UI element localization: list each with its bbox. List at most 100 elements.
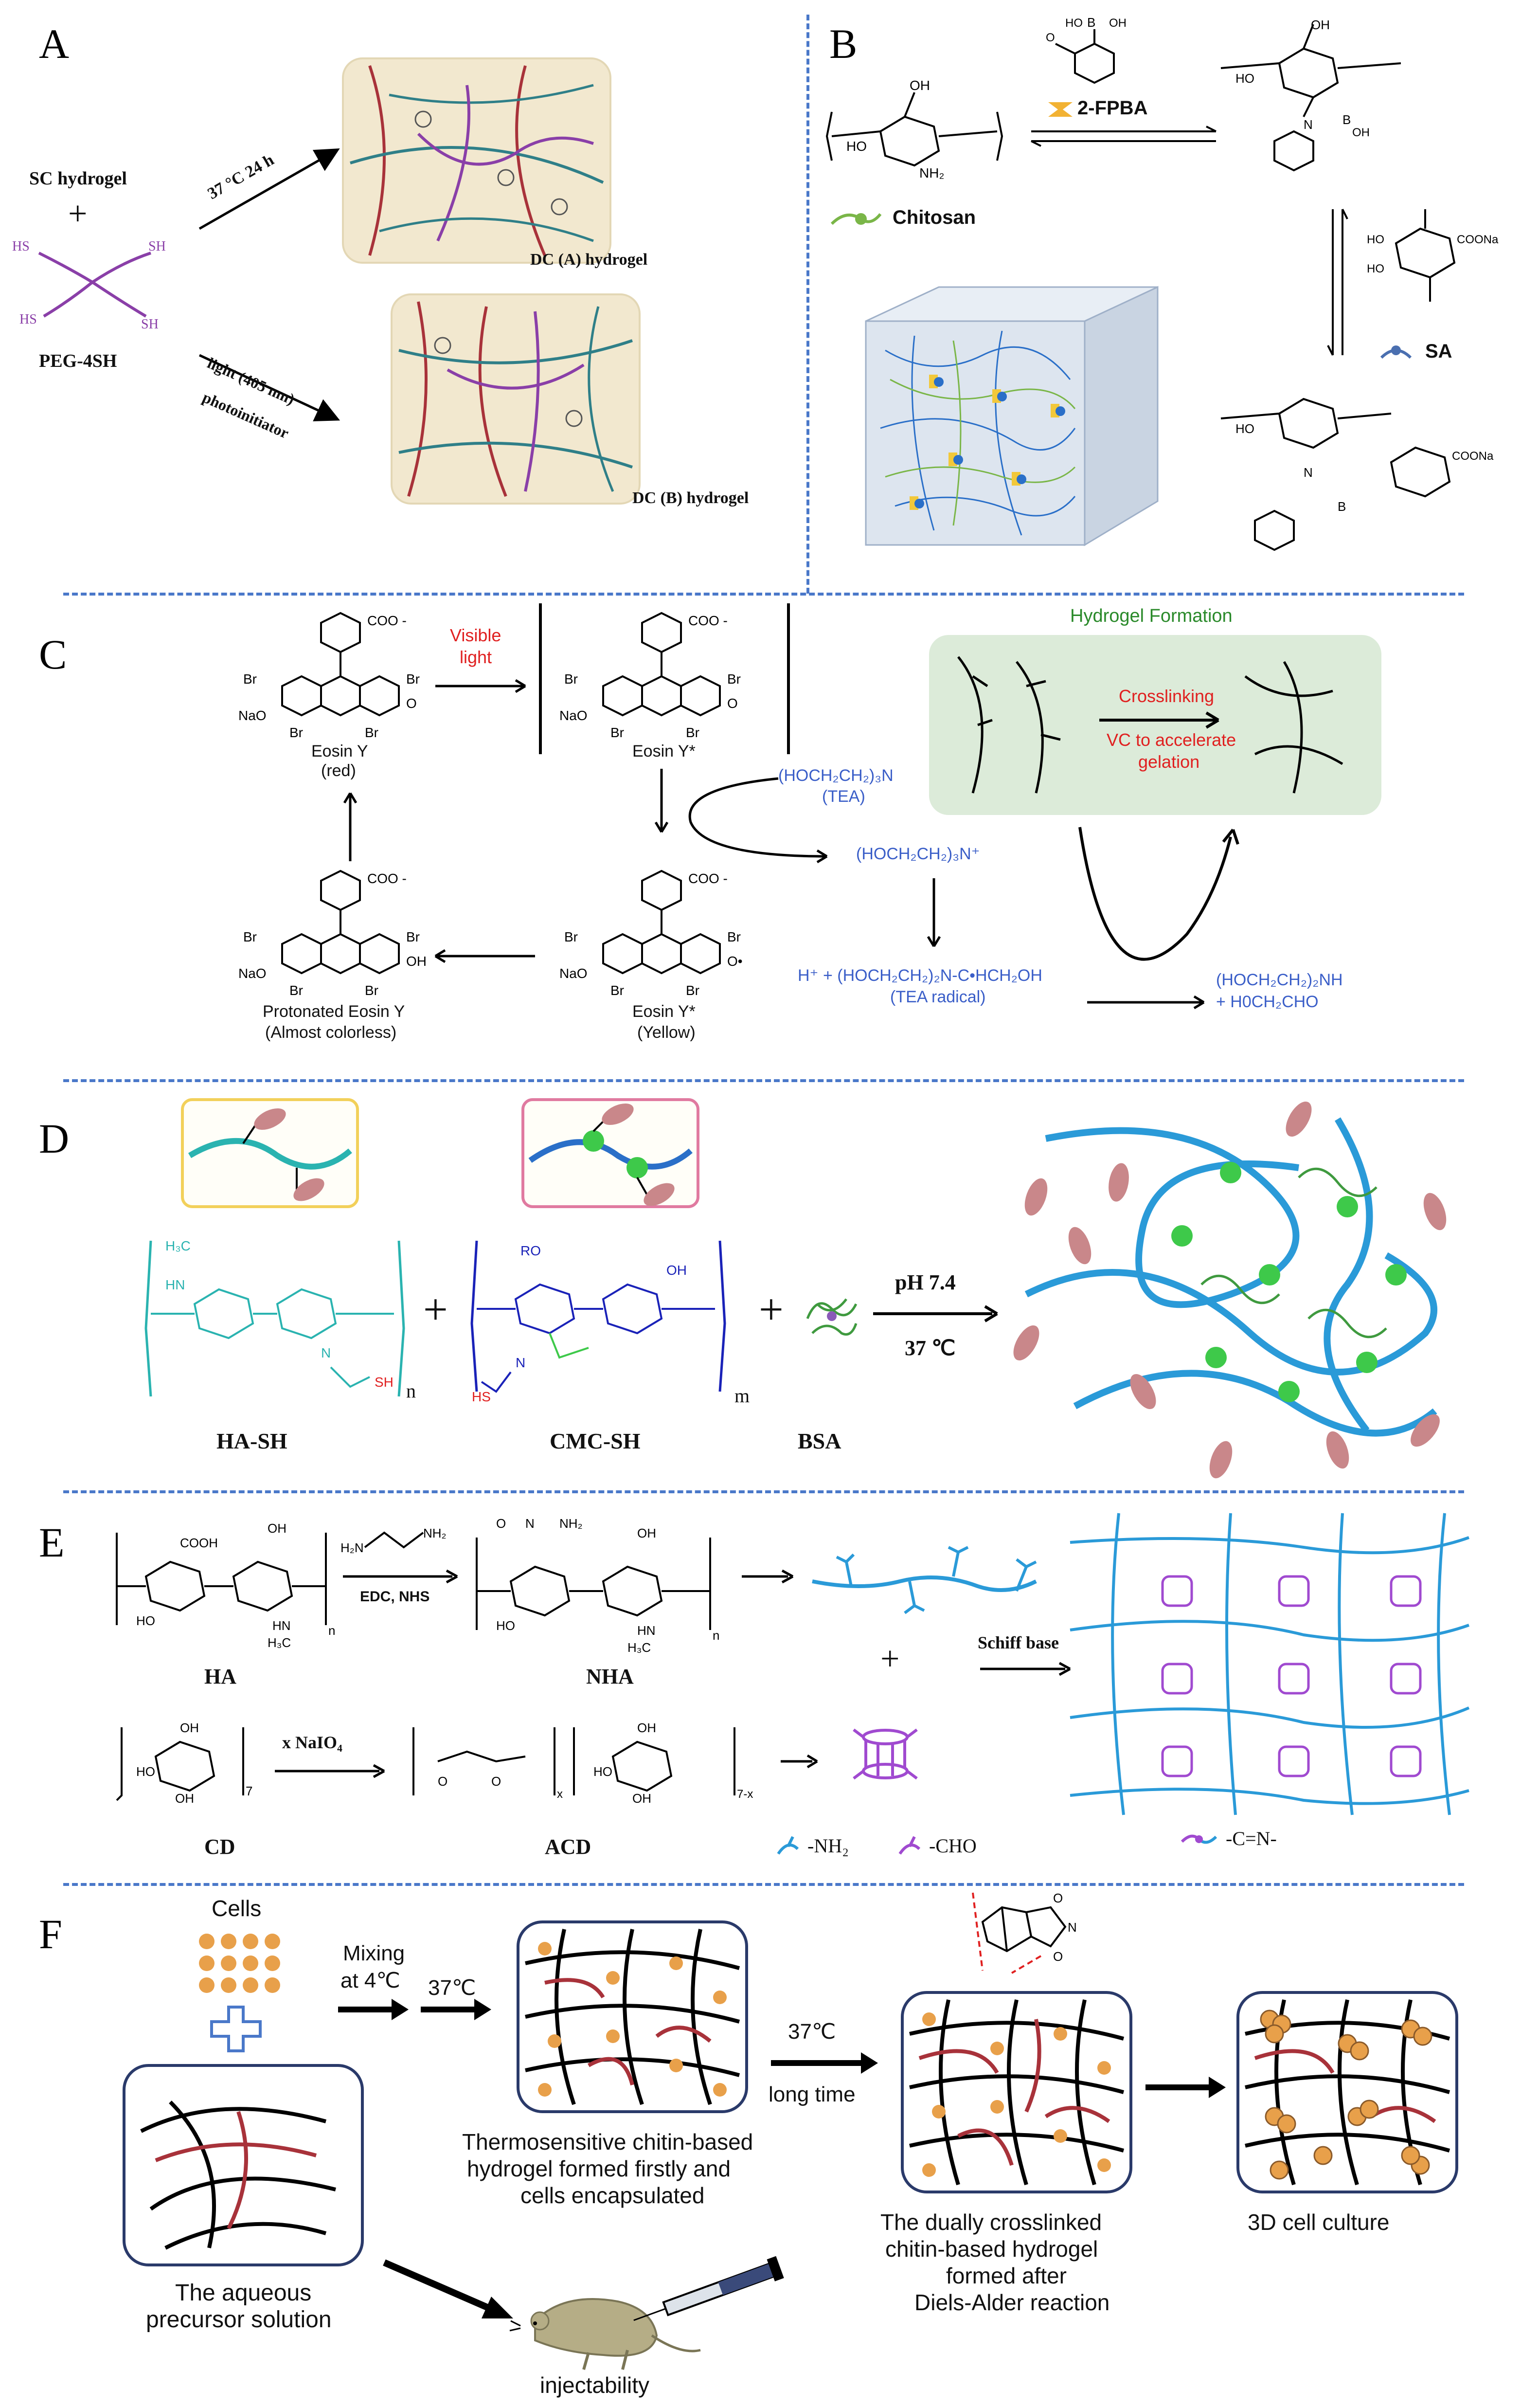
- bsa-label: BSA: [798, 1429, 841, 1453]
- divider-ef: [63, 1883, 1464, 1886]
- svg-text:O: O: [1053, 1949, 1063, 1964]
- svg-text:HN: HN: [637, 1623, 656, 1638]
- plus-sign-a: +: [68, 195, 88, 233]
- protonated-label-1: Protonated Eosin Y: [263, 1002, 405, 1021]
- chitosan-label: Chitosan: [893, 207, 976, 228]
- aqueous-label-1: The aqueous: [175, 2280, 312, 2306]
- svg-text:H₃C: H₃C: [165, 1238, 191, 1253]
- svg-text:COO -: COO -: [367, 871, 407, 886]
- sa-structure: HO HO COONa: [1367, 209, 1499, 302]
- svg-text:OH: OH: [1352, 126, 1370, 139]
- thermo-label-2: hydrogel formed firstly and: [467, 2156, 731, 2181]
- ha-sh-n-subscript: n: [406, 1380, 416, 1402]
- dc-b-hydrogel-label: DC (B) hydrogel: [632, 489, 749, 507]
- svg-text:COOH: COOH: [180, 1536, 218, 1550]
- products-label-1: (HOCH₂CH₂)₂NH: [1216, 971, 1343, 989]
- svg-text:H₂N: H₂N: [340, 1540, 364, 1555]
- svg-text:OH: OH: [910, 78, 930, 93]
- dual-crosslinked-box: [901, 1991, 1132, 2193]
- arrow-schiff: [980, 1662, 1071, 1676]
- arrow-injectability: [383, 2259, 513, 2318]
- arrow-37c-2: [771, 2052, 878, 2074]
- svg-text:N: N: [1304, 117, 1313, 132]
- arrow-37c-1: [421, 1999, 491, 2020]
- injectability-label: injectability: [540, 2372, 649, 2398]
- svg-text:SH: SH: [375, 1375, 394, 1390]
- vc-label-1: VC to accelerate: [1107, 730, 1236, 750]
- svg-text:HO: HO: [1235, 421, 1254, 436]
- svg-text:Br: Br: [610, 725, 624, 740]
- svg-text:N: N: [1068, 1920, 1077, 1935]
- peg-4sh-label: PEG-4SH: [39, 351, 117, 371]
- nha-label: NHA: [586, 1665, 634, 1688]
- naio4-label: x NaIO₄: [282, 1733, 342, 1752]
- svg-text:NH₂: NH₂: [919, 165, 944, 180]
- svg-text:Br: Br: [406, 671, 420, 687]
- sa-icon: [1380, 345, 1412, 359]
- svg-text:x: x: [557, 1788, 563, 1801]
- svg-text:HO: HO: [846, 139, 867, 154]
- cmc-sh-m-subscript: m: [734, 1385, 750, 1407]
- svg-text:N: N: [516, 1355, 525, 1370]
- hydrogel-formation-title: Hydrogel Formation: [1070, 606, 1233, 626]
- dc-a-hydrogel-label: DC (A) hydrogel: [530, 251, 648, 269]
- mouse-injection-icon: [509, 2256, 784, 2370]
- radical-label-1: H⁺ + (HOCH₂CH₂)₂N-C•HCH₂OH: [798, 966, 1042, 985]
- svg-text:B: B: [1338, 499, 1346, 514]
- cells-cluster-icon: [199, 1934, 280, 1993]
- svg-text:NaO: NaO: [238, 708, 267, 723]
- svg-text:NH₂: NH₂: [423, 1526, 447, 1540]
- fpba-structure: B HO OH O: [1046, 15, 1127, 84]
- ha-structure: COOH OH HO HN H₃C n: [116, 1521, 335, 1649]
- svg-text:n: n: [713, 1628, 719, 1643]
- arrow-e2: [742, 1569, 794, 1584]
- acd-label: ACD: [545, 1835, 591, 1859]
- svg-text:HO: HO: [1367, 262, 1384, 275]
- 3d-culture-box: [1236, 1991, 1458, 2193]
- svg-text:OH: OH: [268, 1521, 286, 1536]
- svg-text:Br: Br: [365, 725, 378, 740]
- svg-text:HO: HO: [1065, 17, 1083, 30]
- plus-d-2: +: [759, 1285, 784, 1334]
- legend-cn-icon: [1181, 1834, 1217, 1844]
- e-schiff-network: [1070, 1513, 1470, 1815]
- sc-hydrogel-label: SC hydrogel: [29, 168, 127, 189]
- ha-sh-label: HA-SH: [216, 1429, 287, 1453]
- svg-text:n: n: [328, 1623, 335, 1638]
- panel-c-label: C: [39, 631, 67, 678]
- svg-text:OH: OH: [637, 1526, 656, 1540]
- plus-cross-icon: [210, 2006, 262, 2052]
- ha-sh-structure: H₃C HN N SH: [144, 1238, 405, 1397]
- svg-text:O: O: [491, 1774, 501, 1789]
- chitosan-icon: [830, 213, 882, 225]
- tea-cation-label: (HOCH₂CH₂)₃N⁺: [856, 845, 980, 863]
- divider-ab: [806, 15, 809, 594]
- svg-text:Br: Br: [243, 929, 257, 944]
- svg-text:OH: OH: [1109, 17, 1127, 30]
- arrow-e3: [275, 1764, 385, 1778]
- svg-text:Br: Br: [686, 725, 699, 740]
- dc-a-hydrogel-network: [342, 57, 611, 264]
- svg-text:B: B: [1342, 112, 1351, 127]
- temp-d-label: 37 ℃: [905, 1336, 956, 1360]
- svg-text:NaO: NaO: [559, 708, 588, 723]
- crosslinking-label: Crosslinking: [1119, 686, 1215, 706]
- svg-text:COO -: COO -: [367, 613, 407, 628]
- svg-text:N: N: [321, 1345, 331, 1360]
- svg-text:HO: HO: [136, 1764, 155, 1779]
- svg-text:HO: HO: [496, 1618, 515, 1633]
- cmc-sh-structure: RO OH N HS: [470, 1240, 726, 1404]
- eosin-yellow-label-2: (Yellow): [637, 1023, 696, 1042]
- svg-text:OH: OH: [406, 954, 427, 969]
- cells-label: Cells: [212, 1896, 262, 1921]
- eosin-y-star-structure: COO - Br Br NaO O Br Br: [559, 612, 741, 740]
- arrows-a: [198, 148, 340, 421]
- dual-label-1: The dually crosslinked: [880, 2209, 1102, 2235]
- svg-text:O: O: [496, 1516, 506, 1531]
- ha-label: HA: [204, 1665, 236, 1688]
- plus-d-1: +: [423, 1285, 448, 1334]
- mixing-label-1: Mixing: [343, 1941, 405, 1965]
- svg-text:Br: Br: [610, 983, 624, 998]
- svg-text:SH: SH: [148, 239, 166, 254]
- plus-e: +: [880, 1640, 900, 1678]
